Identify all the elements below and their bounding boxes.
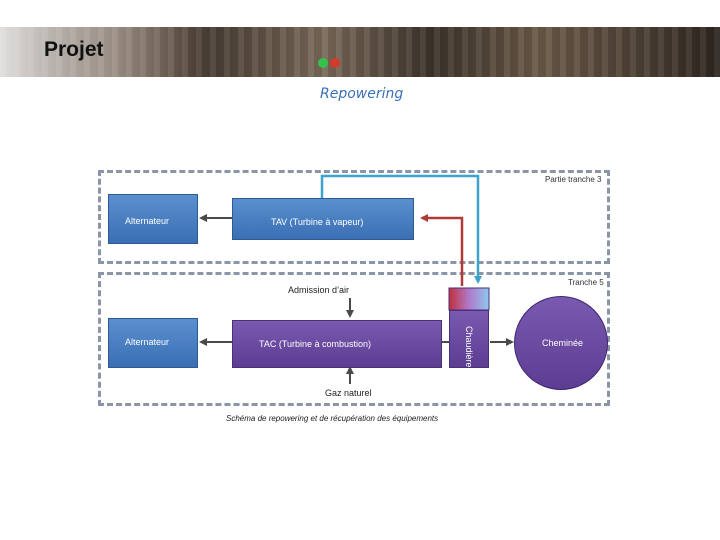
tav-box-label: TAV (Turbine à vapeur) bbox=[271, 217, 364, 227]
page-title: Projet bbox=[44, 38, 104, 61]
alternateur-box-bottom: Alternateur bbox=[108, 318, 198, 368]
zone-lower-label: Tranche 5 bbox=[568, 278, 604, 287]
zone-upper-label: Partie tranche 3 bbox=[545, 175, 602, 184]
tac-box: TAC (Turbine à combustion) bbox=[232, 320, 442, 368]
alternateur-box-bottom-label: Alternateur bbox=[125, 337, 170, 347]
header-green-light-icon bbox=[318, 58, 328, 68]
zone-lower bbox=[98, 272, 610, 406]
tav-box: TAV (Turbine à vapeur) bbox=[232, 198, 414, 240]
zone-upper bbox=[98, 170, 610, 264]
cheminee-circle: Cheminée bbox=[514, 296, 608, 390]
cheminee-label: Cheminée bbox=[542, 338, 584, 348]
alternateur-box-top: Alternateur bbox=[108, 194, 198, 244]
arrow-water-to-chaudiere bbox=[320, 174, 482, 284]
diagram-caption: Schéma de repowering et de récupération … bbox=[226, 414, 439, 423]
admission-label: Admission d’air bbox=[288, 285, 350, 295]
chaudiere-heat-band bbox=[448, 287, 490, 311]
alternateur-box-top-label: Alternateur bbox=[125, 216, 170, 226]
arrow-steam-to-tav bbox=[420, 214, 464, 286]
header-banner-fade bbox=[0, 27, 360, 77]
header-red-light-icon bbox=[330, 58, 340, 68]
diagram-subtitle: Repowering bbox=[320, 86, 404, 102]
gaz-label: Gaz naturel bbox=[325, 388, 372, 398]
tac-box-label: TAC (Turbine à combustion) bbox=[259, 339, 372, 349]
chaudiere-box: Chaudière bbox=[449, 310, 489, 368]
chaudiere-box-label: Chaudière bbox=[464, 326, 474, 368]
